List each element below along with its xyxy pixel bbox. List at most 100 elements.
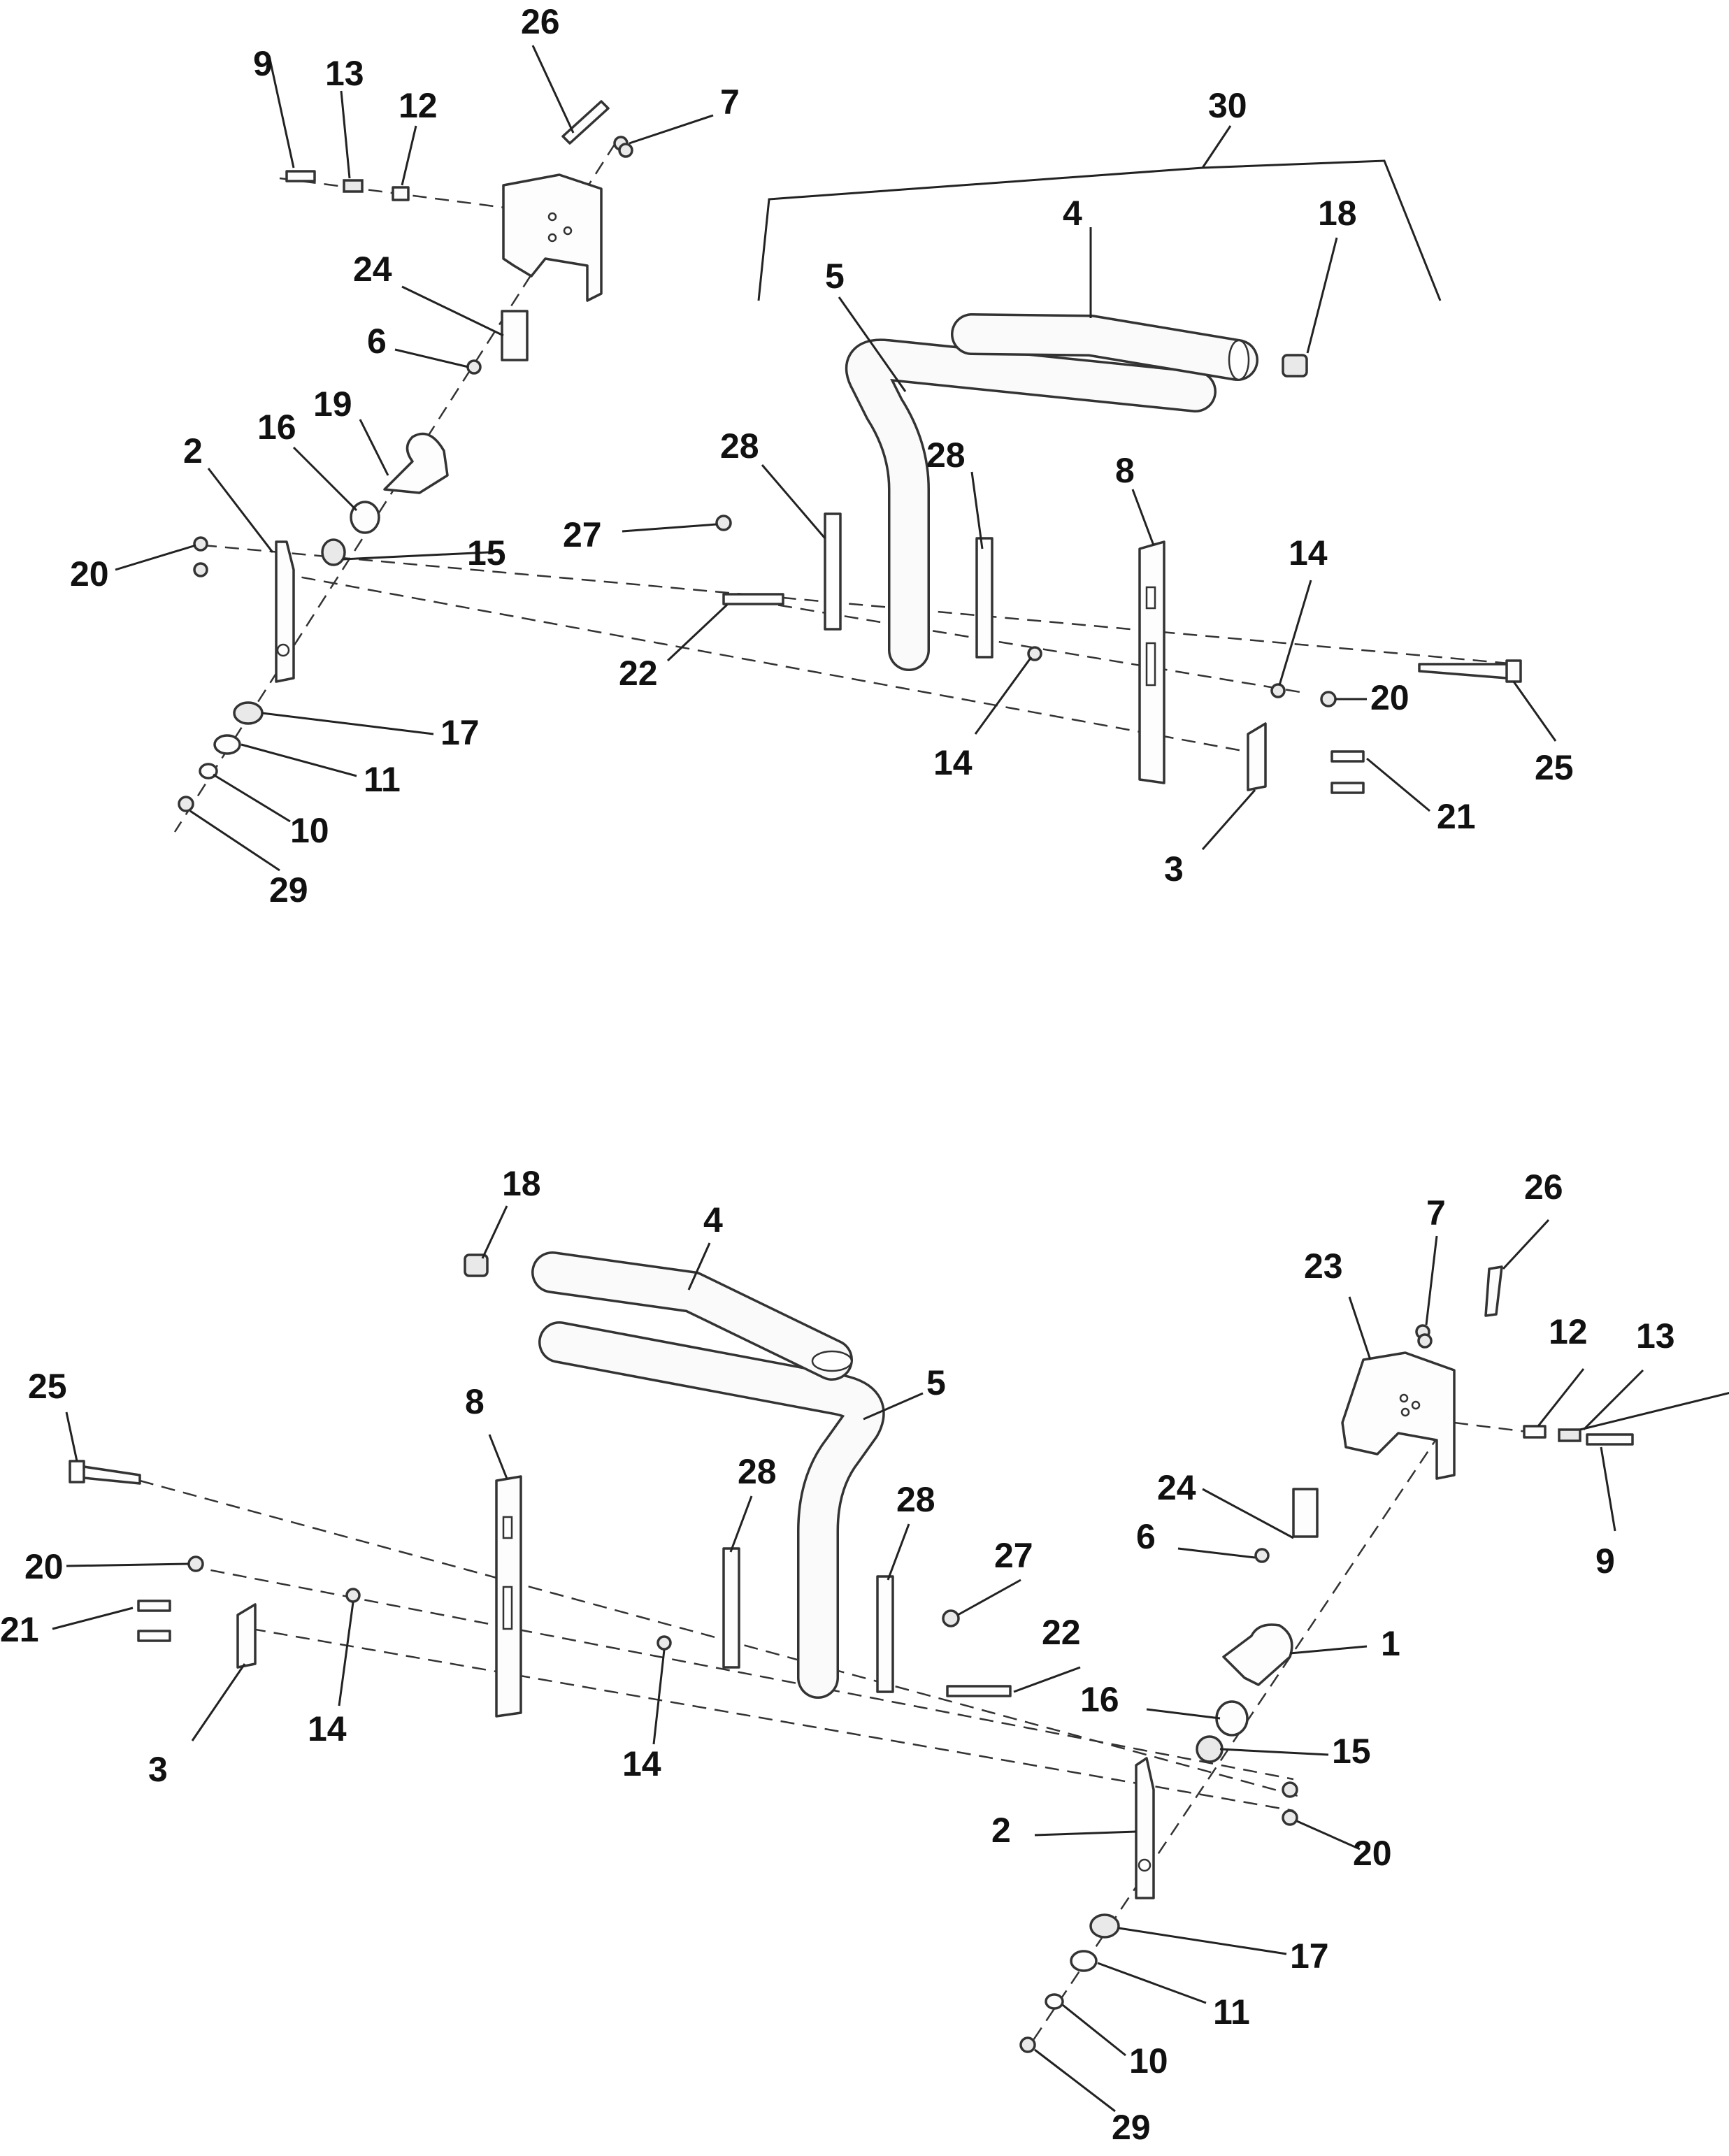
leader-line — [394, 348, 469, 368]
nut-20b — [1282, 1809, 1298, 1826]
leader-line — [207, 468, 274, 553]
leader-line — [191, 1663, 246, 1741]
leader-line — [957, 1579, 1021, 1616]
arm-bar-2 — [275, 540, 295, 683]
leader-line — [838, 296, 907, 392]
plate-28b — [876, 1575, 894, 1693]
plate-28 — [824, 512, 842, 631]
callout-28b: 28 — [896, 1480, 935, 1519]
callout-14a: 14 — [308, 1709, 347, 1748]
callout-21: 21 — [0, 1610, 39, 1649]
nut-7b — [1417, 1333, 1433, 1349]
leader-line — [268, 55, 295, 168]
leader-line — [1013, 1666, 1081, 1693]
nut-14b — [1270, 683, 1286, 698]
axis-line — [279, 572, 1266, 756]
spring-13 — [1558, 1428, 1581, 1442]
bar-slot — [502, 1516, 513, 1539]
bar-slot — [1145, 586, 1156, 610]
bolt-21 — [137, 1600, 171, 1612]
callout-2: 2 — [183, 431, 203, 470]
leader-line — [488, 1434, 508, 1479]
callout-5: 5 — [825, 257, 845, 296]
bracket-hole — [563, 226, 573, 236]
pin-26 — [561, 100, 610, 145]
callout-2: 2 — [991, 1811, 1011, 1850]
callout-19: 19 — [313, 385, 352, 424]
callout-22: 22 — [1042, 1613, 1081, 1652]
end-cap-18 — [1282, 354, 1308, 378]
nut-20c — [1320, 691, 1337, 707]
pin-26 — [1484, 1265, 1503, 1317]
nut-14b — [657, 1635, 672, 1651]
callout-5: 5 — [926, 1363, 946, 1402]
bushing-15 — [321, 538, 346, 566]
leader-line — [189, 810, 280, 872]
callout-17: 17 — [440, 713, 480, 752]
bolt-21 — [1330, 750, 1365, 763]
leader-line — [1582, 1369, 1644, 1431]
plate-28 — [722, 1547, 740, 1669]
latch-24 — [501, 310, 529, 361]
leader-line — [687, 1242, 711, 1291]
leader-line — [1502, 1219, 1550, 1270]
nut-29 — [178, 796, 194, 812]
tube-end — [1228, 339, 1250, 381]
spring-13 — [343, 179, 364, 193]
leader-line — [401, 285, 504, 337]
callout-14b: 14 — [622, 1744, 661, 1783]
axis-line — [188, 1565, 1294, 1781]
callout-20b: 20 — [1370, 678, 1409, 717]
washer-10 — [1045, 1993, 1064, 2010]
washer-11 — [1070, 1950, 1098, 1972]
callout-8: 8 — [1115, 451, 1135, 490]
leader-line — [1177, 1547, 1256, 1559]
callout-12: 12 — [1549, 1312, 1588, 1351]
leader-line — [1146, 1708, 1221, 1720]
nut-20 — [193, 536, 208, 552]
latch-24 — [1292, 1488, 1319, 1538]
callout-18: 18 — [502, 1164, 541, 1203]
bottom-exploded-view: 18 4 7 26 23 25 8 5 12 13 28 28 24 20 27… — [0, 1164, 1729, 2147]
leader-line — [292, 446, 358, 512]
callout-22: 22 — [619, 654, 658, 693]
axis-line — [1026, 1432, 1442, 2049]
callout-11: 11 — [364, 760, 401, 799]
bushing-12 — [392, 186, 410, 201]
leader-line — [1118, 1927, 1287, 1955]
leader-line — [1131, 489, 1155, 546]
nut-20 — [1282, 1781, 1298, 1798]
leader-line — [970, 471, 984, 549]
callout-20b: 20 — [1353, 1834, 1392, 1873]
leader-line — [1278, 580, 1312, 686]
callout-13: 13 — [325, 54, 364, 93]
leader-line — [729, 1495, 753, 1553]
nut-14 — [345, 1588, 361, 1603]
leader-line — [481, 1205, 508, 1259]
callout-20a: 20 — [24, 1547, 64, 1586]
bolt-9 — [285, 170, 316, 182]
leader-line — [1306, 237, 1338, 354]
callout-14b: 14 — [933, 743, 973, 782]
callout-9: 9 — [253, 44, 273, 83]
bracket-hole — [1400, 1407, 1410, 1417]
callout-20a: 20 — [70, 554, 109, 594]
grip-tube-4-inner — [533, 1253, 851, 1379]
bushing-15 — [1196, 1735, 1224, 1763]
leader-line — [1537, 1368, 1585, 1427]
leader-line — [629, 114, 714, 145]
axis-line — [251, 1627, 1294, 1812]
callout-27: 27 — [563, 515, 602, 554]
tube-end — [811, 1350, 853, 1372]
lever-1 — [1222, 1623, 1293, 1686]
bolt-9 — [1586, 1433, 1634, 1446]
leader-line — [1034, 2048, 1116, 2113]
end-cap-18 — [464, 1253, 489, 1277]
callout-11: 11 — [1213, 1992, 1250, 2032]
leader-line — [1062, 2004, 1126, 2057]
leader-line — [666, 603, 729, 662]
callout-24: 24 — [353, 250, 392, 289]
leader-line — [887, 1523, 910, 1581]
leader-line — [1600, 1446, 1616, 1532]
callout-30: 30 — [1208, 86, 1247, 125]
